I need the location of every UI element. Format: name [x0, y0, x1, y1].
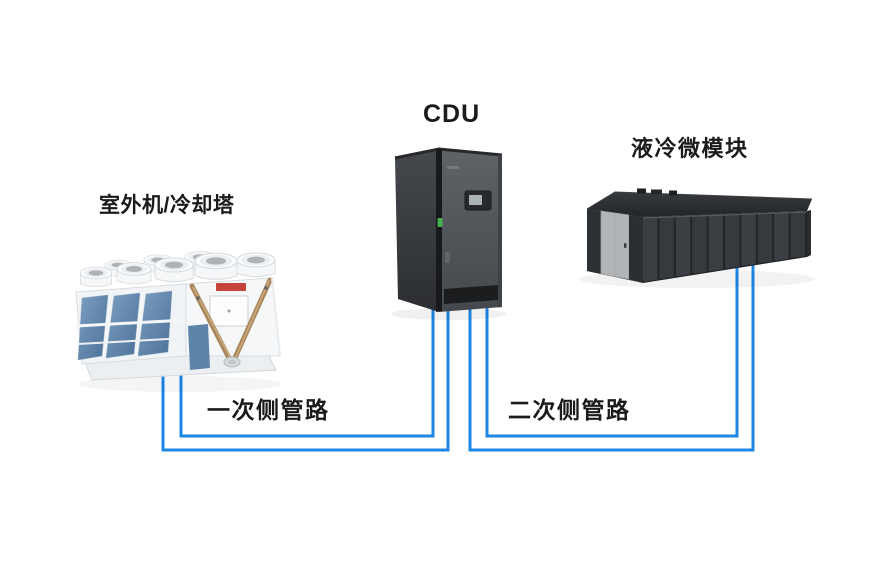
secondary-loop-pipes — [468, 262, 755, 452]
outdoor-unit-label: 室外机/冷却塔 — [99, 194, 235, 217]
tower-brand-logo — [216, 283, 246, 291]
secondary-pipe-outer — [468, 262, 755, 452]
primary-loop-pipes — [161, 300, 450, 452]
micro-module-image — [579, 188, 815, 288]
cooling-tower-image — [75, 251, 282, 392]
primary-loop-label: 一次侧管路 — [207, 397, 330, 423]
secondary-pipe-inner — [485, 262, 739, 438]
micro-module-label: 液冷微模块 — [631, 136, 749, 161]
cdu-door-hinge — [436, 149, 442, 312]
cdu-label: CDU — [423, 100, 481, 128]
primary-pipe-inner — [179, 300, 435, 438]
cdu-cabinet-image — [391, 147, 507, 320]
primary-pipe-outer — [161, 300, 450, 452]
secondary-loop-label: 二次侧管路 — [508, 397, 631, 423]
cdu-status-led — [437, 218, 443, 227]
cdu-bottom-vent — [444, 285, 498, 304]
